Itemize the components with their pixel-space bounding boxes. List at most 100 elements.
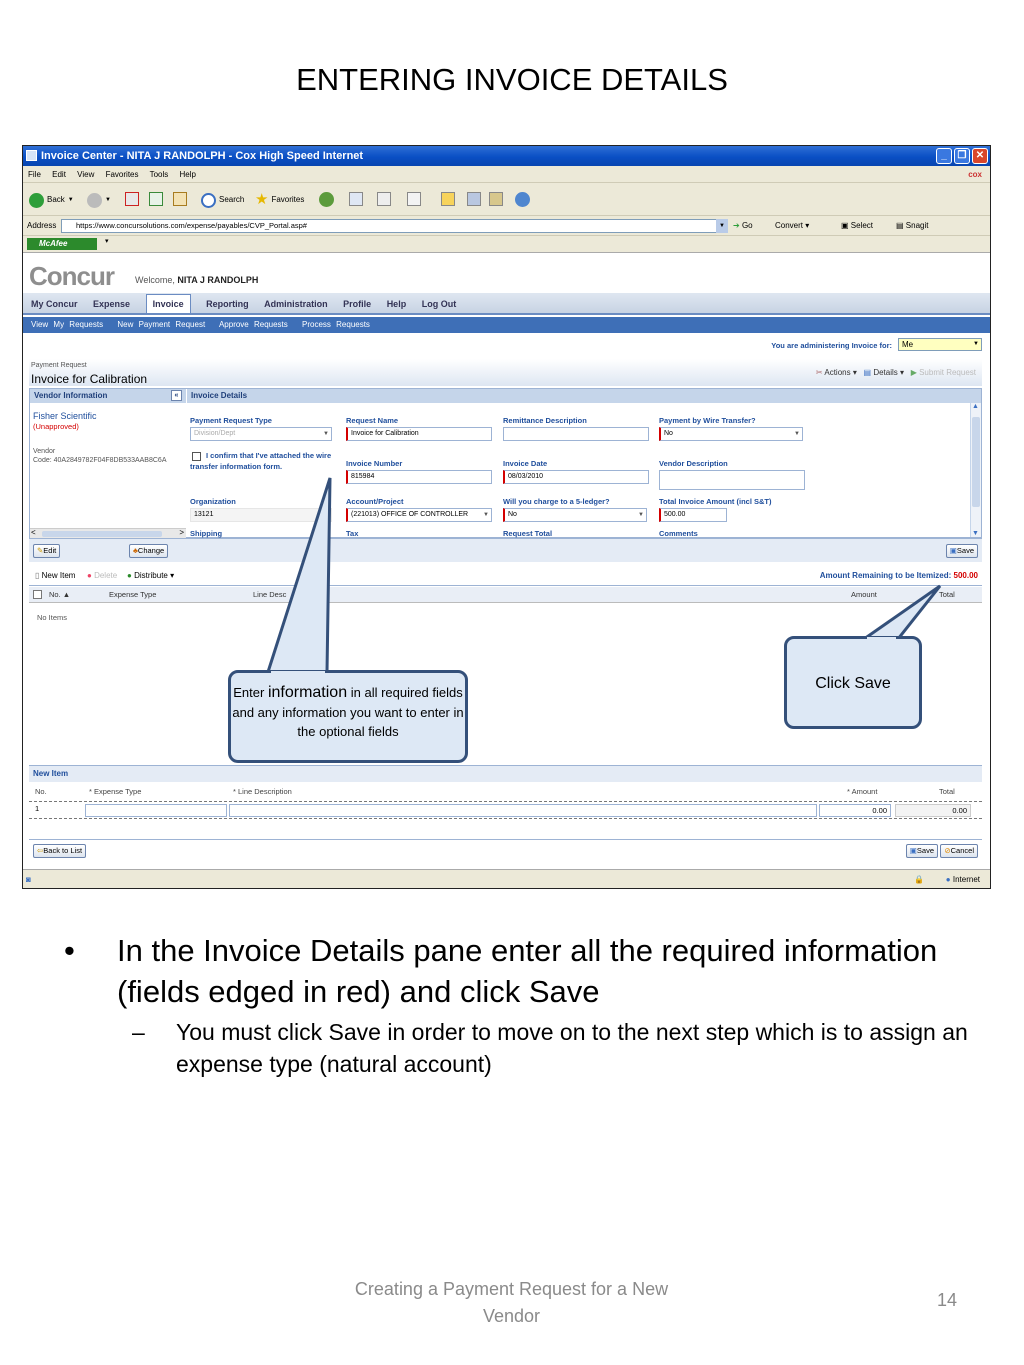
details-scrollbar[interactable]: ▲ ▼ [970, 403, 981, 537]
request-actions: ✂ Actions ▾ ▤ Details ▾ ▶ Submit Request [816, 368, 976, 377]
wire-form-checkbox[interactable] [192, 452, 201, 461]
save-icon: ▣ [949, 546, 957, 555]
minimize-icon[interactable]: _ [936, 148, 952, 164]
back-to-list-button[interactable]: ⇦Back to List [33, 844, 87, 858]
callout-joint [867, 637, 896, 641]
vendor-description-label: Vendor Description [659, 459, 728, 468]
folder-icon[interactable] [441, 192, 455, 206]
change-vendor-button[interactable]: ♣Change [129, 544, 169, 558]
refresh-icon[interactable] [149, 192, 163, 206]
menu-file[interactable]: File [28, 170, 41, 179]
payment-request-type-select[interactable]: Division/Dept▼ [190, 427, 332, 441]
menu-view[interactable]: View [77, 170, 95, 179]
five-ledger-select[interactable]: No▼ [503, 508, 647, 522]
vendor-scrollbar[interactable]: < > [30, 528, 186, 538]
collapse-icon[interactable]: « [171, 390, 182, 401]
select-all-checkbox[interactable] [33, 590, 42, 599]
invoice-date-input[interactable]: 08/03/2010 [503, 470, 649, 484]
mcafee-dropdown-icon[interactable]: ▾ [105, 238, 109, 245]
restore-icon[interactable]: ❐ [954, 148, 970, 164]
select-button[interactable]: ▣ Select [841, 221, 874, 230]
menu-tools[interactable]: Tools [149, 170, 169, 179]
account-project-select[interactable]: (221013) OFFICE OF CONTROLLER▼ [346, 508, 492, 522]
tab-expense[interactable]: Expense [93, 299, 131, 309]
address-dropdown-icon[interactable]: ▼ [716, 219, 728, 233]
tab-reporting[interactable]: Reporting [206, 299, 249, 309]
request-name-input[interactable]: Invoice for Calibration [346, 427, 492, 441]
col-expense-type[interactable]: Expense Type [109, 590, 157, 599]
notes-icon[interactable] [489, 192, 503, 206]
remittance-description-label: Remittance Description [503, 416, 587, 425]
tab-my-concur[interactable]: My Concur [31, 299, 78, 309]
save-item-button[interactable]: ▣Save [905, 844, 938, 858]
star-icon: ★ [255, 191, 269, 208]
wire-transfer-label: Payment by Wire Transfer? [659, 416, 756, 425]
tab-administration[interactable]: Administration [264, 299, 328, 309]
mcafee-button[interactable]: McAfee [27, 238, 97, 250]
callout-click-save: Click Save [784, 636, 922, 729]
tab-log-out[interactable]: Log Out [421, 299, 457, 309]
cancel-button[interactable]: ⊘Cancel [940, 844, 978, 858]
mail-icon[interactable] [349, 192, 363, 206]
callout-joint [271, 671, 325, 675]
invoice-number-input[interactable]: 815984 [346, 470, 492, 484]
total-invoice-amount-label: Total Invoice Amount (incl S&T) [659, 497, 772, 506]
tab-profile[interactable]: Profile [343, 299, 372, 309]
submit-request-button[interactable]: ▶ Submit Request [910, 368, 976, 377]
menu-favorites[interactable]: Favorites [105, 170, 139, 179]
col-total[interactable]: Total [939, 590, 955, 599]
actions-menu[interactable]: ✂ Actions ▾ [815, 368, 857, 377]
menu-help[interactable]: Help [179, 170, 196, 179]
research-icon[interactable] [467, 192, 481, 206]
close-icon[interactable]: ✕ [972, 148, 988, 164]
go-button[interactable]: ➔ Go [733, 221, 753, 230]
scroll-right-icon[interactable]: > [179, 528, 184, 537]
details-menu[interactable]: ▤ Details ▾ [863, 368, 905, 377]
remittance-description-input[interactable] [503, 427, 649, 441]
invoice-details-header: Invoice Details [187, 389, 981, 403]
subnav-process-requests[interactable]: Process Requests [302, 320, 370, 329]
new-item-columns: No. * Expense Type * Line Description * … [29, 784, 982, 800]
forward-button[interactable]: ▼ [87, 192, 111, 208]
new-amount-input[interactable]: 0.00 [819, 804, 891, 817]
back-button[interactable]: Back▼ [29, 192, 74, 208]
admin-select[interactable]: Me▼ [898, 338, 982, 351]
save-details-button[interactable]: ▣Save [945, 544, 978, 558]
wire-transfer-select[interactable]: No▼ [659, 427, 803, 441]
welcome-text: Welcome, NITA J RANDOLPH [135, 275, 259, 285]
convert-button[interactable]: Convert ▾ [775, 221, 810, 230]
vendor-description-input[interactable] [659, 470, 805, 490]
organization-field[interactable]: 13121 [190, 508, 332, 522]
menu-edit[interactable]: Edit [52, 170, 66, 179]
pane-actions: ✎Edit ♣Change ▣Save [29, 538, 982, 562]
home-icon[interactable] [173, 192, 187, 206]
edit-vendor-button[interactable]: ✎Edit [33, 544, 61, 558]
edit-icon[interactable] [407, 192, 421, 206]
scroll-up-icon[interactable]: ▲ [972, 403, 979, 410]
messenger-icon[interactable] [515, 192, 530, 207]
scroll-down-icon[interactable]: ▼ [972, 530, 979, 537]
subnav-approve-requests[interactable]: Approve Requests [218, 320, 288, 329]
total-invoice-amount-input[interactable]: 500.00 [659, 508, 727, 522]
search-button[interactable]: Search [201, 192, 244, 208]
new-expense-type-select[interactable] [85, 804, 227, 817]
history-icon[interactable] [319, 192, 334, 207]
scroll-left-icon[interactable]: < [31, 528, 36, 537]
new-item-button[interactable]: ▯ New Item [35, 571, 76, 580]
subnav-view-my-requests[interactable]: View My Requests [31, 320, 104, 329]
subnav-new-payment-request[interactable]: New Payment Request [117, 320, 206, 329]
print-icon[interactable] [377, 192, 391, 206]
col-amount[interactable]: Amount [851, 590, 877, 599]
snagit-button[interactable]: ▤ Snagit [896, 221, 929, 230]
stop-icon[interactable] [125, 192, 139, 206]
col-no[interactable]: No. ▲ [49, 590, 71, 599]
new-item-header: New Item [29, 766, 982, 782]
tab-invoice[interactable]: Invoice [145, 294, 191, 313]
delete-button[interactable]: ● Delete [87, 571, 118, 580]
new-line-description-input[interactable] [229, 804, 817, 817]
distribute-button[interactable]: ● Distribute ▾ [127, 571, 175, 580]
url-input[interactable]: https://www.concursolutions.com/expense/… [61, 219, 728, 233]
col-line-desc[interactable]: Line Desc [253, 590, 287, 599]
favorites-button[interactable]: ★ Favorites [255, 191, 305, 208]
tab-help[interactable]: Help [386, 299, 407, 309]
